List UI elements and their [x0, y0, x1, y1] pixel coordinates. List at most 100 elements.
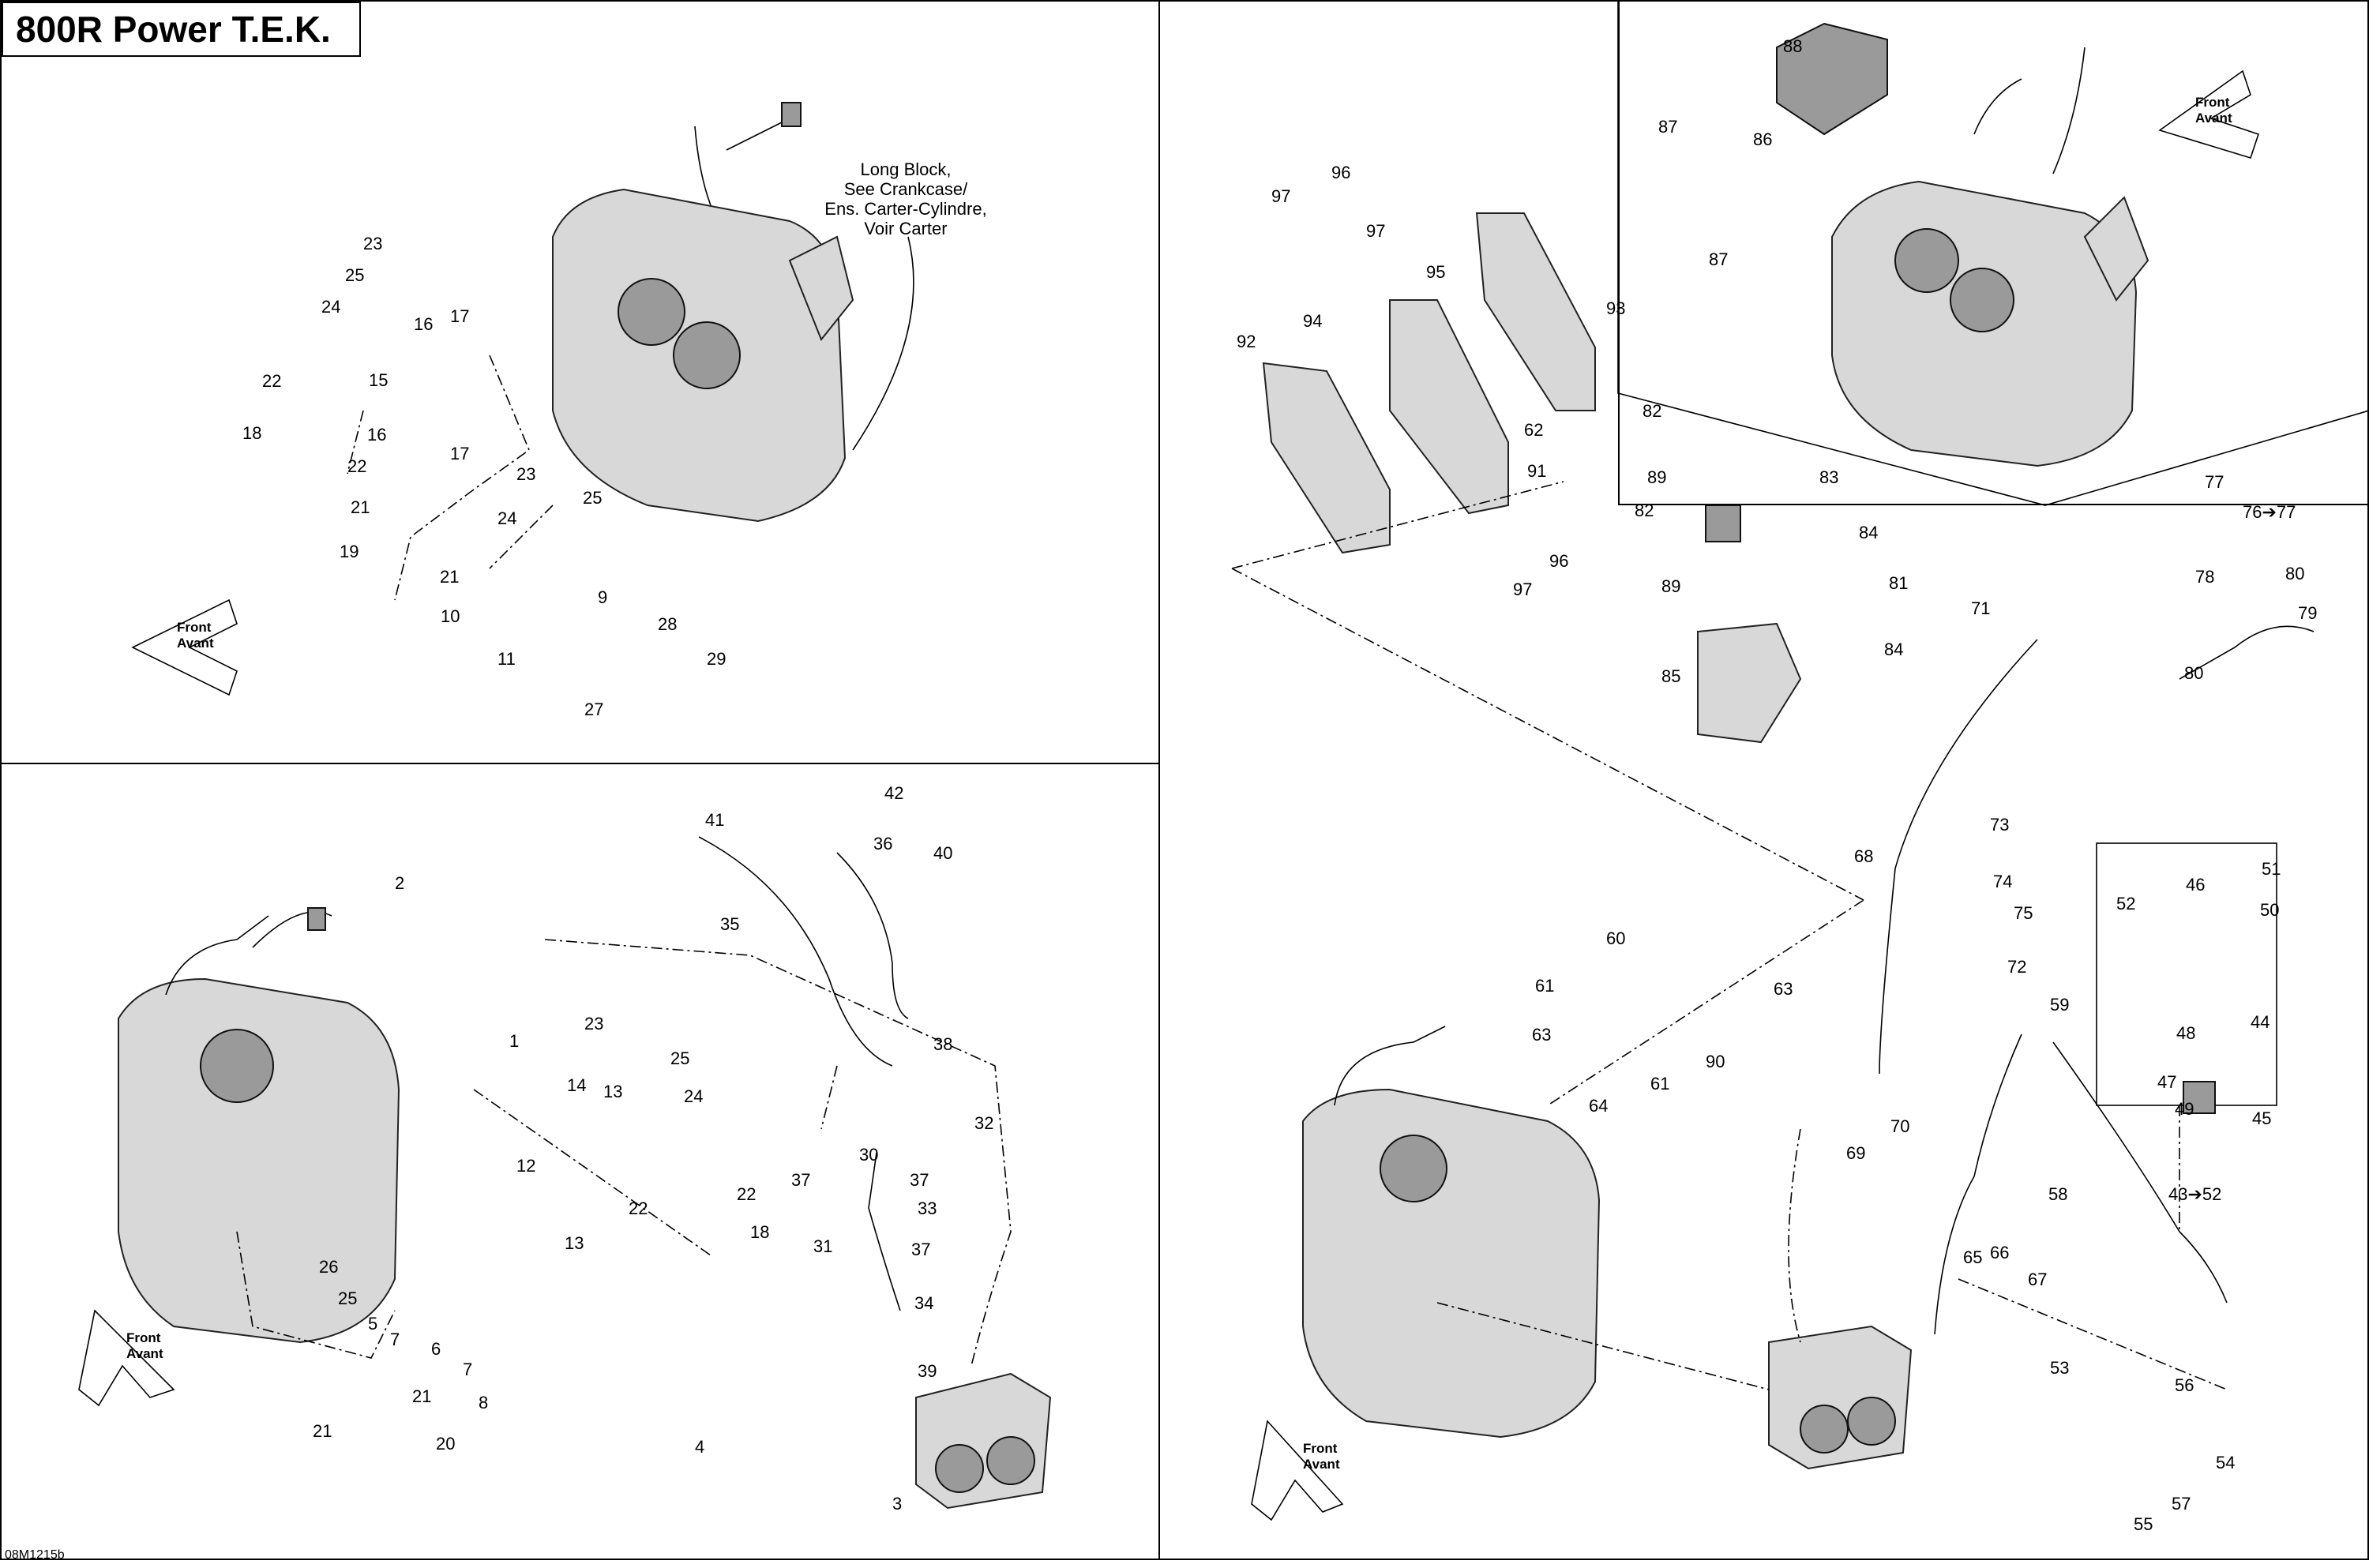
- part-label: 44: [2251, 1012, 2270, 1032]
- note-line-3: Ens. Carter-Cylindre,: [824, 199, 986, 219]
- avant-text: Avant: [126, 1346, 163, 1361]
- part-label: 88: [1783, 36, 1802, 56]
- front-text: Front: [2195, 95, 2230, 110]
- part-label: 28: [658, 614, 677, 634]
- part-label: 3: [892, 1494, 902, 1514]
- part-label: 87: [1709, 249, 1728, 269]
- part-label: 62: [1524, 420, 1543, 440]
- part-label: 87: [1658, 117, 1677, 137]
- part-label: 23: [363, 234, 382, 253]
- part-label: 80: [2184, 663, 2203, 683]
- panel-right: [1158, 0, 2369, 1560]
- part-label: 81: [1889, 573, 1908, 593]
- engine-top-left: [552, 102, 854, 523]
- part-label: 21: [440, 567, 459, 587]
- front-arrow-top-left: Front Avant: [131, 598, 238, 696]
- part-label: 89: [1647, 467, 1666, 487]
- part-label: 63: [1774, 979, 1793, 999]
- part-label: 24: [684, 1086, 703, 1106]
- part-label: 25: [583, 488, 602, 508]
- part-label: 96: [1549, 551, 1568, 571]
- part-label: 39: [918, 1361, 937, 1381]
- part-label: 80: [2285, 564, 2304, 583]
- part-label: 93: [1606, 298, 1625, 318]
- part-label: 31: [813, 1236, 832, 1256]
- labels-bottom-left: 2 41 42 36 40 35 38 1 23 25 14 13 24 12 …: [313, 783, 993, 1514]
- part-label: 40: [933, 843, 952, 863]
- part-label: 24: [497, 508, 516, 528]
- part-label: 78: [2195, 567, 2214, 587]
- part-label: 97: [1271, 186, 1290, 206]
- avant-text: Avant: [1303, 1457, 1340, 1472]
- part-label: 77: [2205, 472, 2224, 492]
- coil-ignition: [1697, 505, 1802, 744]
- part-label: 22: [347, 456, 366, 476]
- part-label: 21: [313, 1421, 332, 1441]
- part-label: 54: [2216, 1453, 2235, 1472]
- inset-border: [1617, 0, 2369, 506]
- part-label: 10: [441, 606, 460, 626]
- avant-text: Avant: [177, 636, 214, 651]
- part-label: 65: [1963, 1247, 1982, 1267]
- part-label: 33: [918, 1199, 937, 1218]
- engine-inset: [1831, 47, 2149, 467]
- front-arrow-inset: Front Avant: [2158, 69, 2260, 159]
- part-label: 42: [884, 783, 903, 803]
- front-text: Front: [126, 1330, 161, 1345]
- ecu-module: [1776, 22, 1888, 136]
- hose-lines: [698, 625, 2315, 1335]
- part-label: 35: [720, 914, 739, 934]
- part-label: 5: [368, 1314, 377, 1334]
- part-label: 30: [859, 1145, 878, 1165]
- part-label: 67: [2028, 1270, 2047, 1289]
- panel-inset-ecu: [1618, 0, 2369, 505]
- engine-right: [1302, 1026, 1601, 1439]
- labels-right: 97 96 97 95 93 94 92 62 91 96 97 82 89 8…: [1237, 36, 2317, 1534]
- part-label: 84: [1884, 640, 1903, 659]
- part-label: 23: [584, 1014, 603, 1033]
- part-label: 2: [395, 873, 404, 893]
- part-label: 18: [750, 1222, 769, 1242]
- part-label: 83: [1819, 467, 1838, 487]
- part-label: 27: [584, 700, 603, 719]
- part-label: 61: [1650, 1074, 1669, 1093]
- part-label: 15: [369, 370, 388, 390]
- part-label: 60: [1606, 928, 1625, 948]
- part-label: 6: [431, 1339, 441, 1359]
- part-label: 90: [1706, 1052, 1725, 1071]
- part-label: 25: [345, 265, 364, 285]
- part-label: 37: [910, 1170, 929, 1190]
- part-label: 79: [2298, 603, 2317, 623]
- part-label: 16: [367, 425, 386, 445]
- part-label: 97: [1513, 580, 1532, 599]
- avant-text: Avant: [2195, 111, 2232, 126]
- part-label: 84: [1859, 523, 1878, 542]
- part-label: 38: [933, 1034, 952, 1054]
- document-code: 08M1215b: [5, 1548, 65, 1562]
- part-label: 94: [1303, 311, 1322, 331]
- part-label: 32: [974, 1113, 993, 1133]
- part-label: 20: [436, 1434, 455, 1454]
- part-label: 24: [321, 297, 340, 317]
- part-label: 13: [603, 1082, 622, 1101]
- page-title: 800R Power T.E.K.: [2, 2, 361, 57]
- part-label: 8: [479, 1393, 488, 1412]
- throttle-body-bottom-left: [915, 1372, 1052, 1510]
- part-label: 58: [2048, 1184, 2067, 1204]
- part-label: 29: [707, 649, 726, 669]
- part-label: 7: [390, 1330, 400, 1349]
- part-label: 18: [242, 423, 261, 443]
- part-label: 48: [2176, 1023, 2195, 1043]
- labels-top-left: 23 25 24 16 17 22 15 18 16 17 22 23 25 2…: [242, 234, 726, 719]
- part-label: 12: [516, 1156, 535, 1176]
- part-label: 69: [1846, 1143, 1865, 1163]
- part-label: 22: [629, 1199, 648, 1218]
- throttle-body-right: [1768, 1325, 1913, 1470]
- front-text: Front: [177, 620, 212, 635]
- part-label: 41: [705, 810, 724, 830]
- part-label: 66: [1990, 1243, 2009, 1262]
- part-label: 21: [351, 497, 370, 517]
- part-label: 68: [1854, 846, 1873, 866]
- part-label: 56: [2175, 1375, 2194, 1395]
